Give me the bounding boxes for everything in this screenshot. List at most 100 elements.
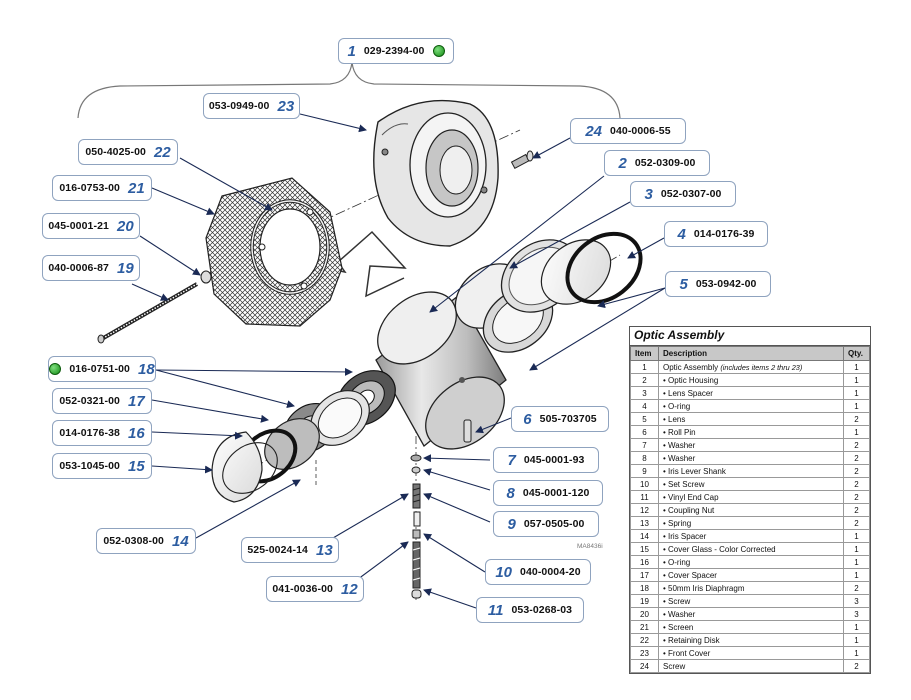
callout-number: 14 bbox=[171, 532, 189, 550]
assembly-bracket bbox=[77, 61, 621, 119]
table-row: 14 • Iris Spacer 1 bbox=[630, 529, 870, 543]
callout-8: 8 045-0001-120 bbox=[493, 480, 603, 506]
cell-description: • Iris Lever Shank bbox=[658, 464, 844, 478]
callout-23: 053-0949-00 23 bbox=[203, 93, 300, 119]
cell-item: 16 bbox=[630, 555, 659, 569]
cell-description: • Washer bbox=[658, 451, 844, 465]
callout-part-number: 045-0001-93 bbox=[523, 454, 585, 466]
callout-part-number: 525-0024-14 bbox=[247, 544, 308, 556]
long-screw-part bbox=[97, 282, 198, 344]
cell-description: • Roll Pin bbox=[658, 425, 844, 439]
description-text: • Iris Spacer bbox=[663, 531, 707, 541]
cell-item: 3 bbox=[630, 386, 659, 400]
cell-qty: 1 bbox=[843, 360, 870, 374]
cell-qty: 1 bbox=[843, 399, 870, 413]
callout-part-number: 040-0006-87 bbox=[48, 262, 109, 274]
cell-item: 6 bbox=[630, 425, 659, 439]
cell-description: • Washer bbox=[658, 607, 844, 621]
callout-16: 014-0176-38 16 bbox=[52, 420, 152, 446]
cell-item: 19 bbox=[630, 594, 659, 608]
callout-part-number: 052-0321-00 bbox=[59, 395, 120, 407]
description-text: • Vinyl End Cap bbox=[663, 492, 719, 502]
header-item: Item bbox=[630, 346, 659, 361]
callout-14: 052-0308-00 14 bbox=[96, 528, 196, 554]
description-text: • Retaining Disk bbox=[663, 635, 720, 645]
description-note: (includes items 2 thru 23) bbox=[720, 362, 803, 372]
description-text: • O-ring bbox=[663, 401, 691, 411]
callout-number: 7 bbox=[507, 451, 516, 469]
callout-part-number: 016-0753-00 bbox=[59, 182, 120, 194]
callout-part-number: 045-0001-120 bbox=[522, 487, 590, 499]
cell-description: Screw bbox=[658, 659, 844, 673]
table-title: Optic Assembly bbox=[630, 327, 870, 346]
callout-number: 16 bbox=[127, 424, 145, 442]
cell-description: • O-ring bbox=[658, 399, 844, 413]
screen-part bbox=[205, 177, 343, 327]
cell-description: • Screw bbox=[658, 594, 844, 608]
drawing-code: MA8436i bbox=[577, 543, 603, 550]
callout-part-number: 014-0176-39 bbox=[693, 228, 755, 240]
indicator-dot-icon bbox=[432, 45, 445, 57]
indicator-dot-icon bbox=[49, 363, 62, 375]
cell-item: 21 bbox=[630, 620, 659, 634]
cover-glass-part bbox=[211, 431, 278, 503]
callout-22: 050-4025-00 22 bbox=[78, 139, 178, 165]
callout-part-number: 505-703705 bbox=[539, 413, 597, 425]
callout-11: 11 053-0268-03 bbox=[476, 597, 584, 623]
description-text: • O-ring bbox=[663, 557, 691, 567]
description-text: • Roll Pin bbox=[663, 427, 696, 437]
callout-number: 17 bbox=[127, 392, 145, 410]
cell-qty: 1 bbox=[843, 542, 870, 556]
cell-qty: 2 bbox=[843, 581, 870, 595]
cell-item: 9 bbox=[630, 464, 659, 478]
callout-number: 8 bbox=[506, 484, 515, 502]
callout-number: 22 bbox=[153, 143, 171, 161]
callout-part-number: 053-0942-00 bbox=[695, 278, 757, 290]
cell-qty: 1 bbox=[843, 555, 870, 569]
cell-item: 1 bbox=[630, 360, 659, 374]
callout-part-number: 052-0309-00 bbox=[634, 157, 696, 169]
cell-item: 17 bbox=[630, 568, 659, 582]
cell-description: • Vinyl End Cap bbox=[658, 490, 844, 504]
cell-item: 14 bbox=[630, 529, 659, 543]
cell-item: 8 bbox=[630, 451, 659, 465]
cell-item: 7 bbox=[630, 438, 659, 452]
cell-item: 15 bbox=[630, 542, 659, 556]
callout-number: 21 bbox=[127, 179, 145, 197]
cell-description: • Lens bbox=[658, 412, 844, 426]
cell-qty: 1 bbox=[843, 529, 870, 543]
callout-number: 15 bbox=[127, 457, 145, 475]
description-text: • Screw bbox=[663, 596, 691, 606]
description-text: • Set Screw bbox=[663, 479, 705, 489]
washer-part bbox=[200, 270, 212, 284]
roll-pin-part bbox=[463, 419, 472, 443]
lens-part bbox=[500, 239, 612, 313]
cell-qty: 1 bbox=[843, 646, 870, 660]
cell-item: 10 bbox=[630, 477, 659, 491]
callout-number: 13 bbox=[315, 541, 333, 559]
callout-10: 10 040-0004-20 bbox=[485, 559, 591, 585]
callout-part-number: 057-0505-00 bbox=[523, 518, 585, 530]
cell-description: • Optic Housing bbox=[658, 373, 844, 387]
small-screw-part bbox=[510, 150, 534, 169]
callout-part-number: 052-0308-00 bbox=[103, 535, 164, 547]
cell-description: • Cover Glass - Color Corrected bbox=[658, 542, 844, 556]
callout-part-number: 053-1045-00 bbox=[59, 460, 120, 472]
cell-item: 20 bbox=[630, 607, 659, 621]
cell-qty: 1 bbox=[843, 568, 870, 582]
header-description: Description bbox=[658, 346, 844, 361]
